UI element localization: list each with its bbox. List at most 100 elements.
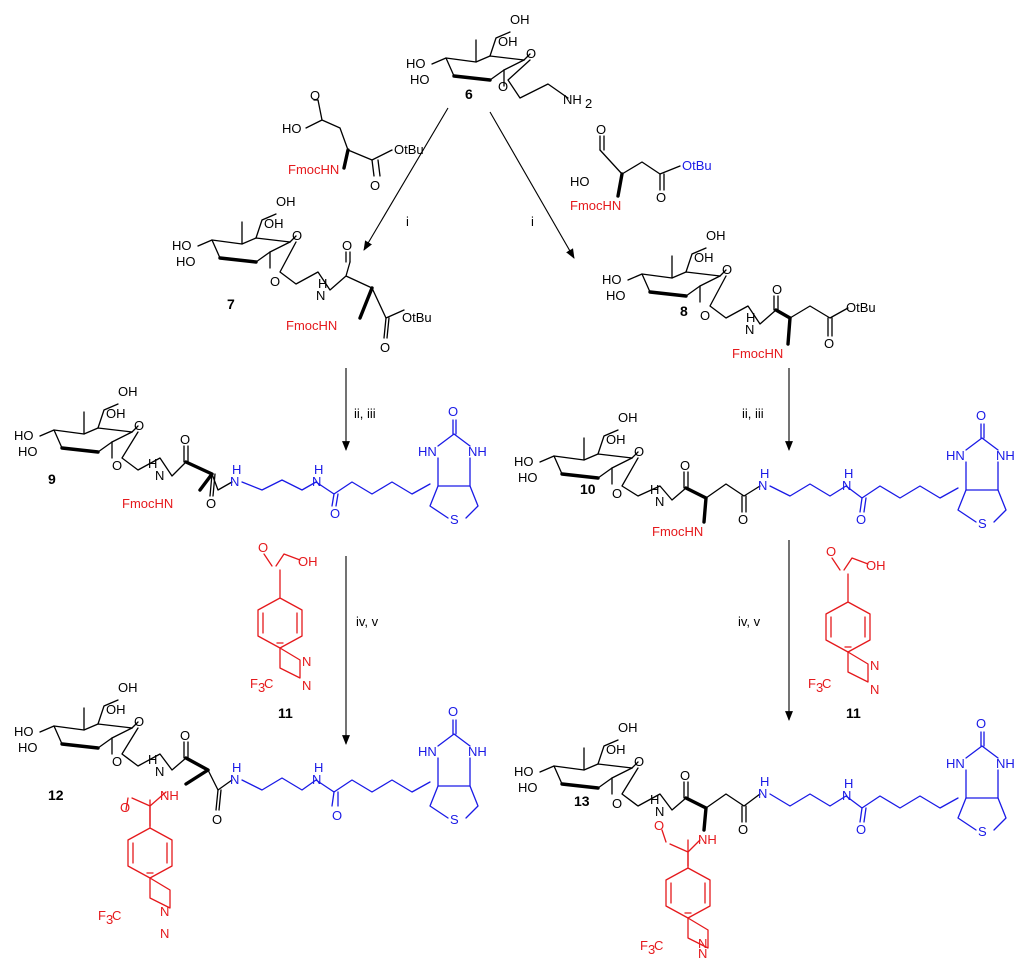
reagent-11-right: O OH F 3 C N N 11: [808, 544, 886, 721]
compound-10: O N H O O N H N H O FmocHN 10: [512, 407, 1016, 539]
label-11-right: 11: [846, 705, 861, 721]
h-label: H: [148, 752, 157, 767]
h-label: H: [760, 774, 769, 789]
acid-oh-label: OH: [866, 558, 886, 573]
n-label: N: [655, 494, 664, 509]
o-label: O: [180, 432, 190, 447]
o-label: O: [206, 496, 216, 511]
label-13: 13: [574, 793, 590, 809]
fmochn-label: FmocHN: [286, 318, 337, 333]
fmochn-label: FmocHN: [570, 198, 621, 213]
reagent-fmoc-asp-otbu-beta: O HO O OtBu FmocHN: [570, 122, 712, 213]
cond-i-left: i: [406, 214, 409, 229]
nh-label: N: [758, 478, 767, 493]
o-label: O: [612, 796, 622, 811]
nh2-sub: 2: [585, 96, 592, 111]
otbu-label: OtBu: [402, 310, 432, 325]
o-label: O: [680, 458, 690, 473]
nh-label: NH: [698, 832, 717, 847]
fmochn-label: FmocHN: [122, 496, 173, 511]
nh-label: N: [842, 788, 851, 803]
ho-label: HO: [570, 174, 590, 189]
h-label: H: [318, 276, 327, 291]
otbu-label: OtBu: [846, 300, 876, 315]
o-label: O: [180, 728, 190, 743]
nh2-label: NH: [563, 92, 582, 107]
h-label: H: [314, 462, 323, 477]
o-label: O: [700, 308, 710, 323]
label-12: 12: [48, 787, 64, 803]
diazirine-n: N: [698, 936, 707, 951]
fmochn-label: FmocHN: [732, 346, 783, 361]
fmochn-label: FmocHN: [652, 524, 703, 539]
label-6: 6: [465, 86, 473, 102]
cond-iv-v-right: iv, v: [738, 614, 761, 629]
cf3-sub: 3: [816, 680, 823, 695]
cf3-sub: 3: [106, 912, 113, 927]
n-label: N: [655, 804, 664, 819]
cf3-label: F: [98, 908, 106, 923]
nh-label: N: [312, 772, 321, 787]
h-label: H: [760, 466, 769, 481]
cf3-sub: 3: [258, 680, 265, 695]
glycoside-o: O: [498, 79, 508, 94]
acid-o-label: O: [826, 544, 836, 559]
diazirine-n: N: [160, 926, 169, 941]
reagent-11-left: O OH F 3 C N N 11: [250, 540, 318, 721]
o-label: O: [738, 822, 748, 837]
n-label: N: [155, 764, 164, 779]
cf3-c: C: [822, 676, 831, 691]
cf3-label: F: [640, 938, 648, 953]
compound-12: O N H O O NH O N H N H O F 3 C N N 12: [12, 678, 488, 941]
compound-13: O N H O O NH O N H N H O F 3 C N N 13: [512, 715, 1016, 961]
h-label: H: [148, 456, 157, 471]
h-label: H: [650, 792, 659, 807]
cf3-sub: 3: [648, 942, 655, 957]
diazirine-n: N: [302, 654, 311, 669]
h-label: H: [844, 776, 853, 791]
n-label: N: [745, 322, 754, 337]
h-label: H: [232, 462, 241, 477]
o-label: O: [656, 190, 666, 205]
o-label: O: [380, 340, 390, 355]
o-label: O: [212, 812, 222, 827]
o-label: O: [112, 754, 122, 769]
o-label: O: [270, 274, 280, 289]
otbu-label: OtBu: [394, 142, 424, 157]
label-10: 10: [580, 481, 596, 497]
cond-i-right: i: [531, 214, 534, 229]
otbu-label: OtBu: [682, 158, 712, 173]
compound-9: O N H O O N H N H O FmocHN 9: [12, 382, 488, 528]
diazirine-n: N: [160, 904, 169, 919]
o-label: O: [824, 336, 834, 351]
label-9: 9: [48, 471, 56, 487]
o-label: O: [330, 506, 340, 521]
h-label: H: [844, 466, 853, 481]
h-label: H: [746, 310, 755, 325]
n-label: N: [316, 288, 325, 303]
arrow-6-to-7: [363, 107, 449, 251]
diazirine-n: N: [870, 658, 879, 673]
label-8: 8: [680, 303, 688, 319]
compound-7: O N H O O OtBu FmocHN 7: [170, 192, 432, 355]
nh-label: N: [842, 478, 851, 493]
label-11-left: 11: [278, 705, 293, 721]
o-label: O: [370, 178, 380, 193]
o-label: O: [856, 822, 866, 837]
arrow-6-to-8: [489, 111, 575, 259]
cond-ii-iii-left: ii, iii: [354, 406, 376, 421]
nh-label: N: [312, 474, 321, 489]
label-7: 7: [227, 296, 235, 312]
h-label: H: [232, 760, 241, 775]
h-label: H: [314, 760, 323, 775]
nh-label: N: [758, 786, 767, 801]
o-label: O: [596, 122, 606, 137]
o-label: O: [310, 88, 320, 103]
o-label: O: [342, 238, 352, 253]
o-label: O: [738, 512, 748, 527]
o-label: O: [332, 808, 342, 823]
o-label: O: [612, 486, 622, 501]
o-label: O: [112, 458, 122, 473]
o-label: O: [680, 768, 690, 783]
